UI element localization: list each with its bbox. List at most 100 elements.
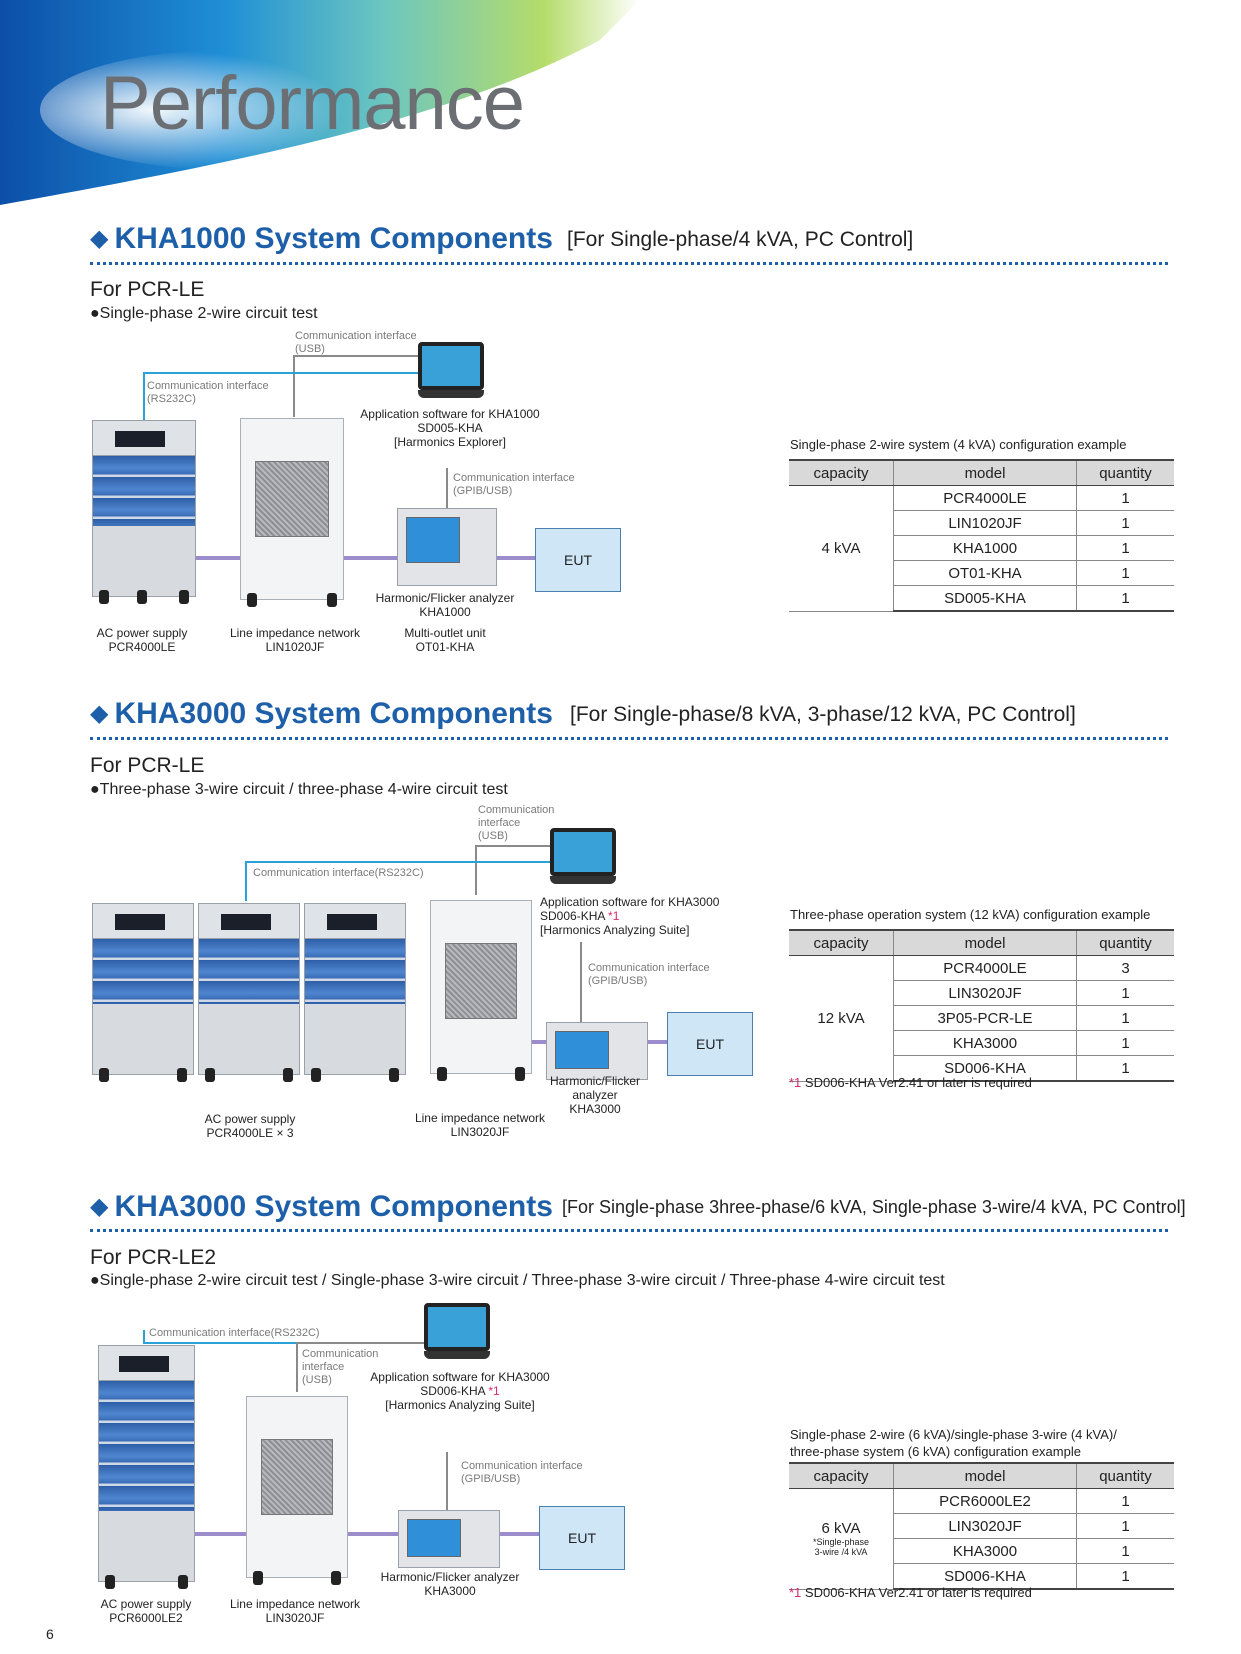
software-line-2: SD006-KHA bbox=[420, 1384, 489, 1398]
quantity-cell: 1 bbox=[1076, 1005, 1174, 1031]
section-3-title-text: KHA3000 System Components bbox=[114, 1190, 553, 1223]
section-3-subtitle: [For Single-phase 3hree-phase/6 kVA, Sin… bbox=[562, 1197, 1186, 1217]
rs232c-line bbox=[143, 1342, 433, 1344]
comm-usb-label: Communication interface (USB) bbox=[302, 1348, 379, 1386]
analyzer-label: Harmonic/Flicker analyzer KHA3000 bbox=[549, 1074, 640, 1116]
quantity-cell: 1 bbox=[1076, 560, 1174, 586]
pcr4000le-image-2 bbox=[198, 903, 300, 1082]
page-title: Performance bbox=[100, 61, 525, 146]
table-row: 12 kVA PCR4000LE 3 bbox=[789, 955, 1174, 1082]
col-model: model bbox=[893, 929, 1077, 956]
capacity-value: 6 kVA bbox=[821, 1520, 861, 1538]
software-line-1: Application software for KHA3000 bbox=[540, 895, 720, 909]
table-1-caption: Single-phase 2-wire system (4 kVA) confi… bbox=[790, 437, 1127, 452]
model-cell: KHA3000 bbox=[893, 1030, 1077, 1056]
lin-label: Line impedance network LIN1020JF bbox=[229, 626, 361, 654]
laptop-icon bbox=[418, 342, 484, 406]
quantity-cell: 1 bbox=[1076, 1563, 1174, 1590]
kha1000-image bbox=[397, 508, 497, 586]
usb-line bbox=[296, 1342, 436, 1344]
usb-line-v bbox=[293, 355, 295, 417]
gpib-line bbox=[446, 1452, 448, 1510]
pcr-label: AC power supply PCR4000LE × 3 bbox=[204, 1112, 296, 1140]
model-cell: SD006-KHA bbox=[893, 1055, 1077, 1082]
outlet-label: Multi-outlet unit OT01-KHA bbox=[404, 626, 486, 654]
analyzer-label: Harmonic/Flicker analyzer KHA1000 bbox=[375, 591, 515, 619]
section-2-title: ◆KHA3000 System Components bbox=[90, 697, 553, 731]
model-cell: PCR4000LE bbox=[893, 955, 1077, 981]
laptop-icon bbox=[550, 828, 616, 892]
software-label: Application software for KHA3000 SD006-K… bbox=[365, 1370, 555, 1412]
lin-label: Line impedance network LIN3020JF bbox=[229, 1597, 361, 1625]
capacity-cell: 12 kVA bbox=[789, 955, 894, 1082]
rs232c-line bbox=[143, 372, 418, 374]
rs232c-line bbox=[245, 861, 555, 863]
section-3-title: ◆KHA3000 System Components bbox=[90, 1190, 553, 1224]
section-2-title-text: KHA3000 System Components bbox=[114, 697, 553, 730]
quantity-cell: 1 bbox=[1076, 585, 1174, 612]
table-2-caption: Three-phase operation system (12 kVA) co… bbox=[790, 907, 1151, 922]
pcr4000le-image-3 bbox=[304, 903, 406, 1082]
pcr6000le2-image bbox=[98, 1345, 195, 1589]
col-capacity: capacity bbox=[789, 1462, 894, 1489]
table-3-note: *1 SD006-KHA Ver2.41 or later is require… bbox=[789, 1585, 1032, 1600]
gpib-line bbox=[580, 942, 582, 1024]
header-banner bbox=[0, 0, 640, 210]
pcr-label: AC power supply PCR6000LE2 bbox=[100, 1597, 192, 1625]
comm-gpib-label: Communication interface (GPIB/USB) bbox=[588, 962, 710, 987]
quantity-cell: 1 bbox=[1076, 1488, 1174, 1514]
quantity-cell: 1 bbox=[1076, 485, 1174, 511]
software-line-2: SD006-KHA bbox=[540, 909, 609, 923]
comm-usb-label: Communication interface (USB) bbox=[478, 804, 555, 842]
kha3000-image bbox=[546, 1022, 648, 1080]
model-cell: PCR6000LE2 bbox=[893, 1488, 1077, 1514]
model-cell: KHA3000 bbox=[893, 1538, 1077, 1564]
col-quantity: quantity bbox=[1076, 1462, 1174, 1489]
model-cell: SD006-KHA bbox=[893, 1563, 1077, 1590]
section-1-for: For PCR-LE bbox=[90, 278, 205, 301]
model-cell: LIN1020JF bbox=[893, 510, 1077, 536]
model-cell: LIN3020JF bbox=[893, 980, 1077, 1006]
col-capacity: capacity bbox=[789, 459, 894, 486]
usb-line bbox=[475, 845, 555, 847]
model-cell: LIN3020JF bbox=[893, 1513, 1077, 1539]
section-1-test: ●Single-phase 2-wire circuit test bbox=[90, 305, 318, 322]
kha3000-image bbox=[398, 1510, 500, 1568]
eut-box: EUT bbox=[539, 1506, 625, 1570]
col-model: model bbox=[893, 1462, 1077, 1489]
comm-rs232c-label: Communication interface(RS232C) bbox=[253, 867, 424, 879]
capacity-note: *Single-phase 3-wire /4 kVA bbox=[812, 1537, 870, 1558]
config-table-2: capacity model quantity 12 kVA PCR4000LE… bbox=[789, 929, 1174, 1082]
software-line-3: [Harmonics Analyzing Suite] bbox=[540, 923, 690, 937]
section-2-test: ●Three-phase 3-wire circuit / three-phas… bbox=[90, 781, 508, 798]
comm-gpib-label: Communication interface (GPIB/USB) bbox=[453, 472, 575, 497]
eut-box: EUT bbox=[667, 1012, 753, 1076]
lin3020jf-image bbox=[246, 1396, 348, 1585]
page-number: 6 bbox=[46, 1626, 54, 1642]
col-model: model bbox=[893, 459, 1077, 486]
note-text: SD006-KHA Ver2.41 or later is required bbox=[801, 1075, 1032, 1090]
footnote-mark: *1 bbox=[608, 909, 620, 923]
model-cell: 3P05-PCR-LE bbox=[893, 1005, 1077, 1031]
lin-label: Line impedance network LIN3020JF bbox=[414, 1111, 546, 1139]
footnote-mark: *1 bbox=[488, 1384, 500, 1398]
section-3-test: ●Single-phase 2-wire circuit test / Sing… bbox=[90, 1272, 945, 1289]
power-line bbox=[180, 556, 535, 560]
pcr-label: AC power supply PCR4000LE bbox=[96, 626, 188, 654]
model-cell: SD005-KHA bbox=[893, 585, 1077, 612]
quantity-cell: 1 bbox=[1076, 510, 1174, 536]
quantity-cell: 1 bbox=[1076, 1538, 1174, 1564]
section-3-for: For PCR-LE2 bbox=[90, 1246, 217, 1269]
diamond-icon: ◆ bbox=[90, 1193, 109, 1220]
section-1-title-text: KHA1000 System Components bbox=[114, 222, 553, 255]
software-label: Application software for KHA1000 SD005-K… bbox=[360, 407, 540, 449]
laptop-icon bbox=[424, 1303, 490, 1367]
lin1020jf-image bbox=[240, 418, 344, 607]
